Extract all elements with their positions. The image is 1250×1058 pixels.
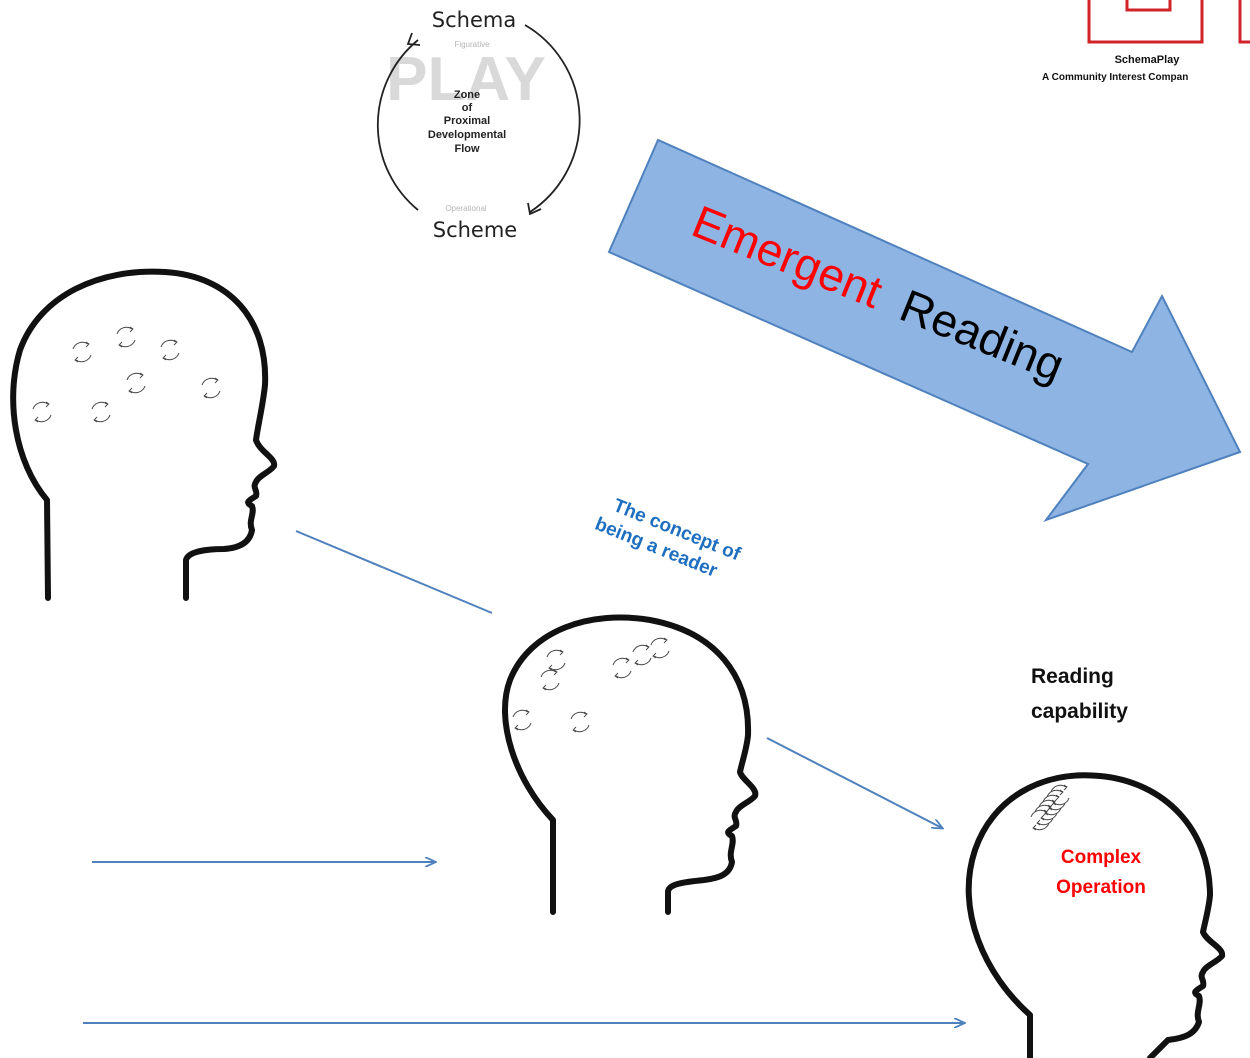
- schema-cycle: [72, 341, 92, 363]
- stacked-schemas: [1030, 784, 1070, 831]
- schema-cycle: [650, 637, 670, 659]
- schema-cycle: [540, 669, 560, 691]
- head-2: [502, 614, 759, 915]
- schema-label: Schema: [432, 8, 516, 32]
- cycle-left-arrowhead: [406, 32, 421, 46]
- schema-cycle: [91, 401, 111, 423]
- zone-line: Zone: [454, 89, 480, 101]
- schema-cycle: [201, 377, 221, 399]
- head-1-outline: [10, 268, 278, 601]
- schema-cycle: [160, 339, 180, 361]
- zone-line: Developmental: [428, 129, 506, 141]
- head-2-outline: [502, 614, 759, 915]
- schema-cycle: [546, 649, 566, 671]
- arrow-shape: [607, 138, 1242, 523]
- schema-cycle: [632, 644, 652, 666]
- concept-label: The concept of being a reader: [592, 495, 744, 582]
- head-1: [10, 268, 278, 601]
- zone-line: Proximal: [444, 115, 490, 127]
- cycle-right-arc: [524, 24, 581, 213]
- schema-cycle: [570, 711, 590, 733]
- scheme-label: Scheme: [433, 218, 517, 242]
- logo-second-frame: [1238, 0, 1250, 44]
- connectors: [83, 530, 964, 1023]
- connector-head1-to-head2: [295, 530, 493, 614]
- cycle-diagram: PLAY Schema Figurative Operational Schem…: [377, 8, 581, 242]
- logo-name: SchemaPlay: [1115, 54, 1181, 66]
- head-3: Complex Operation: [965, 772, 1226, 1058]
- cycle-left-arc: [377, 39, 419, 211]
- figurative-label: Figurative: [454, 40, 490, 49]
- capability-label: Reading capability: [1031, 665, 1128, 723]
- logo-tagline: A Community Interest Compan: [1042, 72, 1188, 83]
- schema-cycle: [116, 326, 136, 348]
- zone-text: Zone of Proximal Developmental Flow: [428, 89, 506, 155]
- emergent-reading-arrow: Emergent Reading: [607, 138, 1242, 523]
- play-watermark: PLAY: [386, 45, 546, 114]
- head-3-outline: [965, 772, 1226, 1058]
- logo-frame: [1087, 0, 1204, 44]
- zone-line: of: [462, 102, 473, 114]
- schema-cycle: [512, 709, 532, 731]
- zone-line: Flow: [454, 143, 479, 155]
- operational-label: Operational: [445, 204, 487, 213]
- connector-head2-to-head3: [766, 737, 942, 828]
- schema-cycle: [612, 657, 632, 679]
- capability-line-2: capability: [1031, 700, 1128, 723]
- schema-cycle: [32, 401, 52, 423]
- cycle-right-arrowhead: [527, 202, 542, 216]
- logo-inner-mark: [1125, 0, 1172, 12]
- schemaplay-logo: SchemaPlay A Community Interest Compan: [1042, 0, 1250, 83]
- capability-line-1: Reading: [1031, 665, 1114, 688]
- schema-cycle: [126, 372, 146, 394]
- operation-label: Operation: [1056, 877, 1146, 898]
- complex-label: Complex: [1061, 847, 1142, 868]
